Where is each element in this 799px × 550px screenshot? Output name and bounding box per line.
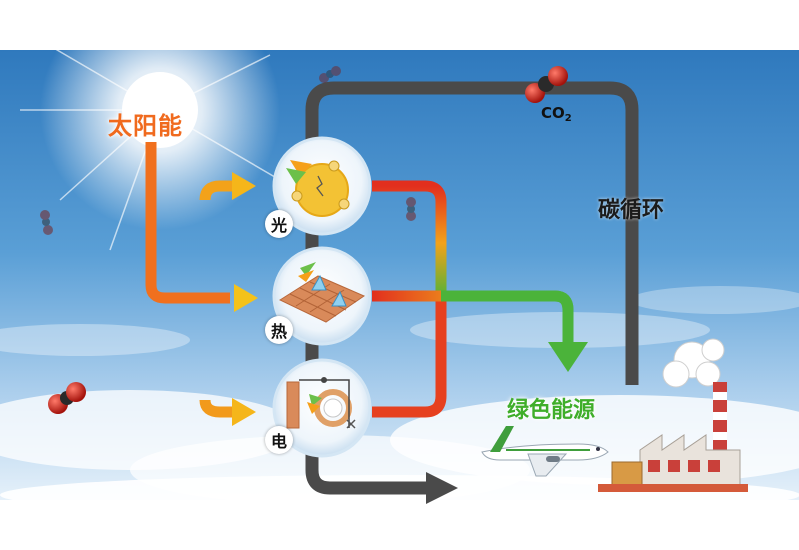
airplane-icon xyxy=(481,426,609,477)
photocatalyst-icon xyxy=(272,136,372,236)
co2-molecule-icon xyxy=(319,66,341,83)
co2-molecule-icon xyxy=(40,210,53,235)
carbon-cycle-loop xyxy=(305,81,639,495)
light-pathway-badge: 光 xyxy=(265,210,293,238)
thermocatalyst-icon xyxy=(272,246,372,346)
electricity-output xyxy=(372,300,447,418)
sun-icon xyxy=(20,0,281,251)
light-output xyxy=(372,180,447,300)
electricity-pathway-badge: 电 xyxy=(265,426,293,454)
electrolysis-icon xyxy=(272,358,372,458)
co2-molecule-icon xyxy=(525,66,568,103)
heat-pathway-badge: 热 xyxy=(265,316,293,344)
carbon-cycle-label: 碳循环 xyxy=(598,198,665,223)
co2-molecule-icon xyxy=(406,197,416,221)
co2-label-main: CO xyxy=(541,104,565,122)
solar-input-line xyxy=(145,142,230,304)
co2-molecule-icon xyxy=(48,382,86,414)
factory-icon xyxy=(598,382,748,492)
co2-label: CO2 xyxy=(541,104,572,124)
solar-energy-label: 太阳能 xyxy=(108,112,183,140)
smoke xyxy=(662,338,725,388)
green-energy-arrowhead xyxy=(548,342,588,372)
output-arrowhead xyxy=(426,472,458,504)
co2-label-subscript: 2 xyxy=(564,113,572,124)
green-energy-label: 绿色能源 xyxy=(507,398,596,423)
